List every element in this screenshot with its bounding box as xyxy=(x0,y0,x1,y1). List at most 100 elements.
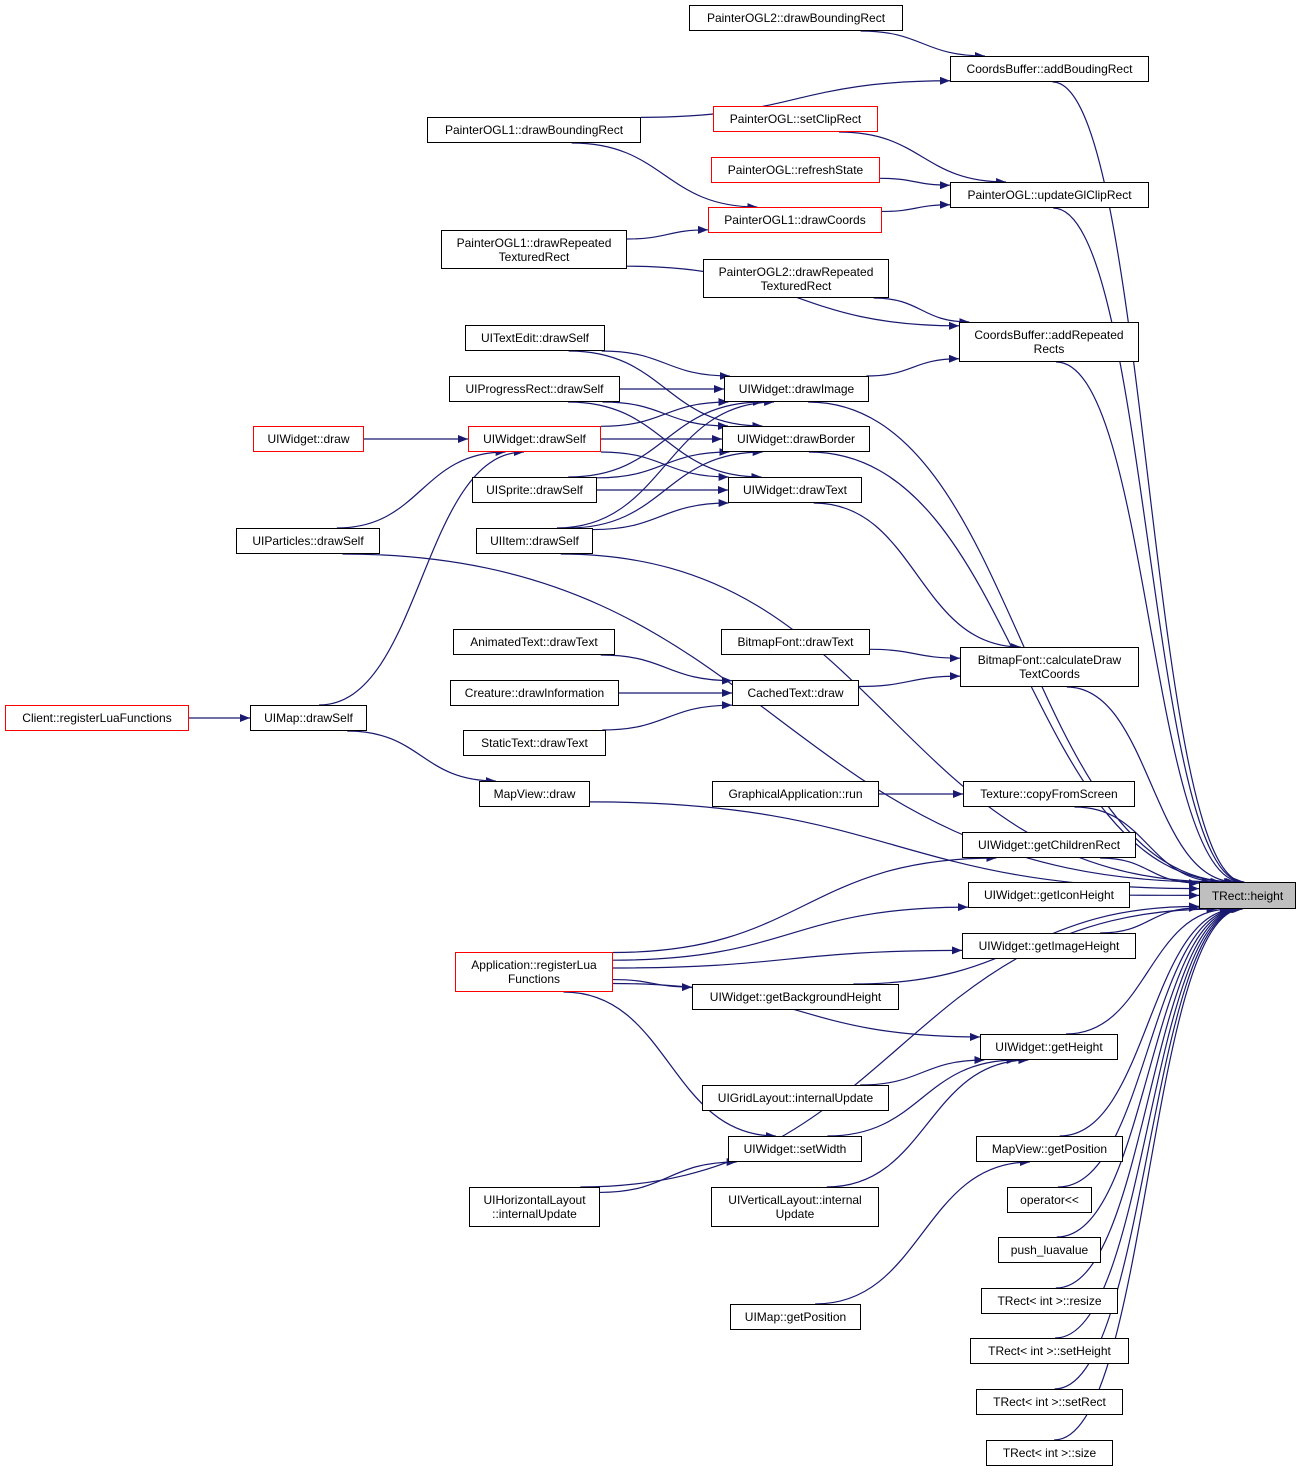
edge-painterogl-refreshstate-to-painterogl-updateglcliprect xyxy=(879,177,951,190)
node-painterogl-updateglcliprect[interactable]: PainterOGL::updateGlClipRect xyxy=(950,182,1149,208)
node-push-luavalue[interactable]: push_luavalue xyxy=(998,1237,1101,1263)
edge-painterogl-updateglcliprect-to-trect-height xyxy=(1053,207,1244,886)
node-statictext-drawtext[interactable]: StaticText::drawText xyxy=(463,730,606,756)
node-client-registerluafunctions[interactable]: Client::registerLuaFunctions xyxy=(5,705,189,731)
node-uisprite-drawself[interactable]: UISprite::drawSelf xyxy=(472,477,597,503)
edge-uiitem-drawself-to-trect-height xyxy=(560,553,1221,886)
edge-uiverticallayout-internalupdate-to-uiwidget-getheight xyxy=(826,1056,1029,1188)
edge-uimap-getposition-to-mapview-getposition xyxy=(815,1158,1030,1305)
edge-uiwidget-drawself-to-uiwidget-drawimage xyxy=(600,398,729,427)
node-cachedtext-draw[interactable]: CachedText::draw xyxy=(732,680,859,706)
node-coordsbuffer-addboudingrect[interactable]: CoordsBuffer::addBoudingRect xyxy=(950,56,1149,82)
node-bitmapfont-drawtext[interactable]: BitmapFont::drawText xyxy=(721,629,870,655)
node-graphicalapplication-run[interactable]: GraphicalApplication::run xyxy=(712,781,879,807)
node-uiwidget-draw[interactable]: UIWidget::draw xyxy=(253,426,364,452)
node-painterogl1-drawcoords[interactable]: PainterOGL1::drawCoords xyxy=(708,207,882,233)
node-uigridlayout-internalupdate[interactable]: UIGridLayout::internalUpdate xyxy=(702,1085,889,1111)
node-uiverticallayout-internalupdate[interactable]: UIVerticalLayout::internal Update xyxy=(711,1187,879,1227)
node-mapview-getposition[interactable]: MapView::getPosition xyxy=(976,1136,1123,1162)
edge-uiwidget-getimageheight-to-trect-height xyxy=(1100,903,1200,934)
edge-uiparticles-drawself-to-trect-height xyxy=(342,553,1212,886)
node-trect-setrect[interactable]: TRect< int >::setRect xyxy=(976,1389,1123,1415)
node-operator-shl[interactable]: operator<< xyxy=(1007,1187,1092,1213)
node-uiitem-drawself[interactable]: UIItem::drawSelf xyxy=(476,528,593,554)
node-mapview-draw[interactable]: MapView::draw xyxy=(479,781,590,807)
edge-uiitem-drawself-to-uiwidget-drawborder xyxy=(567,448,763,529)
node-uitextedit-drawself[interactable]: UITextEdit::drawSelf xyxy=(465,325,605,351)
node-painterogl-setcliprect[interactable]: PainterOGL::setClipRect xyxy=(713,106,878,132)
node-uiwidget-drawimage[interactable]: UIWidget::drawImage xyxy=(724,376,869,402)
edge-statictext-drawtext-to-cachedtext-draw xyxy=(602,701,733,731)
node-trect-resize[interactable]: TRect< int >::resize xyxy=(981,1288,1118,1314)
node-uiwidget-setwidth[interactable]: UIWidget::setWidth xyxy=(728,1136,862,1162)
node-uiwidget-drawself[interactable]: UIWidget::drawSelf xyxy=(468,426,601,452)
node-painterogl-refreshstate[interactable]: PainterOGL::refreshState xyxy=(711,157,880,183)
edge-coordsbuffer-addboudingrect-to-trect-height xyxy=(1052,81,1245,886)
node-trect-setheight[interactable]: TRect< int >::setHeight xyxy=(970,1338,1129,1364)
node-uiwidget-drawborder[interactable]: UIWidget::drawBorder xyxy=(722,426,870,452)
node-uiwidget-geticonheight[interactable]: UIWidget::getIconHeight xyxy=(968,882,1130,908)
edge-push-luavalue-to-trect-height xyxy=(1056,905,1240,1238)
edge-uimap-drawself-to-uiwidget-drawself xyxy=(319,448,524,706)
edge-painterogl2-drawboundingrect-to-coordsbuffer-addboudingrect xyxy=(860,30,985,60)
edge-painterogl-setcliprect-to-painterogl-updateglcliprect xyxy=(838,131,1007,186)
node-uiprogressrect-drawself[interactable]: UIProgressRect::drawSelf xyxy=(449,376,620,402)
edge-bitmapfont-calculatedrawtextcoords-to-trect-height xyxy=(1066,686,1236,886)
node-painterogl2-drawrepeatedtexturedrect[interactable]: PainterOGL2::drawRepeated TexturedRect xyxy=(703,259,889,298)
edge-uiitem-drawself-to-uiwidget-drawtext xyxy=(592,499,729,531)
node-texture-copyfromscreen[interactable]: Texture::copyFromScreen xyxy=(963,781,1135,807)
node-creature-drawinformation[interactable]: Creature::drawInformation xyxy=(450,680,619,706)
edge-cachedtext-draw-to-bitmapfont-calculatedrawtextcoords xyxy=(858,672,961,688)
edge-uigridlayout-internalupdate-to-uiwidget-getheight xyxy=(860,1056,985,1086)
edge-uiparticles-drawself-to-uiwidget-drawself xyxy=(336,448,506,529)
edge-bitmapfont-drawtext-to-bitmapfont-calculatedrawtextcoords xyxy=(869,648,961,663)
edge-texture-copyfromscreen-to-trect-height xyxy=(1074,806,1222,886)
edge-painterogl1-drawboundingrect-to-painterogl1-drawcoords xyxy=(571,142,758,211)
edge-trect-setheight-to-trect-height xyxy=(1055,905,1242,1339)
node-animatedtext-drawtext[interactable]: AnimatedText::drawText xyxy=(453,629,615,655)
edge-uiitem-drawself-to-uiwidget-drawimage xyxy=(556,398,775,529)
node-uihorizontallayout-internalupdate[interactable]: UIHorizontalLayout ::internalUpdate xyxy=(469,1187,600,1227)
edge-uiwidget-getheight-to-trect-height xyxy=(1066,905,1230,1035)
node-uimap-getposition[interactable]: UIMap::getPosition xyxy=(730,1304,861,1330)
edge-painterogl1-drawrepeatedtexturedrect-to-painterogl1-drawcoords xyxy=(626,225,709,240)
edge-coordsbuffer-addrepeatedrects-to-trect-height xyxy=(1056,361,1243,886)
edge-application-registerluafunctions-to-uiwidget-setwidth xyxy=(563,991,776,1140)
node-application-registerluafunctions[interactable]: Application::registerLua Functions xyxy=(455,952,613,992)
edge-uiwidget-setwidth-to-uiwidget-getheight xyxy=(827,1056,1017,1137)
edge-uitextedit-drawself-to-uiwidget-drawimage xyxy=(601,350,730,380)
edge-painterogl2-drawrepeatedtexturedrect-to-coordsbuffer-addrepeatedrects xyxy=(873,297,970,326)
edge-uimap-drawself-to-mapview-draw xyxy=(347,730,496,785)
node-trect-height: TRect::height xyxy=(1199,882,1296,909)
edge-application-registerluafunctions-to-uiwidget-geticonheight xyxy=(612,903,969,961)
edge-uisprite-drawself-to-uiwidget-drawimage xyxy=(568,398,763,478)
node-trect-size[interactable]: TRect< int >::size xyxy=(986,1440,1113,1466)
edge-uiwidget-drawtext-to-bitmapfont-calculatedrawtextcoords xyxy=(813,502,1021,651)
edge-uisprite-drawself-to-uiwidget-drawborder xyxy=(596,448,730,479)
node-painterogl2-drawboundingrect[interactable]: PainterOGL2::drawBoundingRect xyxy=(689,5,903,31)
edge-painterogl1-drawcoords-to-painterogl-updateglcliprect xyxy=(881,200,951,213)
node-painterogl1-drawboundingrect[interactable]: PainterOGL1::drawBoundingRect xyxy=(427,117,641,143)
node-uiwidget-drawtext[interactable]: UIWidget::drawText xyxy=(728,477,862,503)
edge-uihorizontallayout-internalupdate-to-trect-height xyxy=(580,905,1217,1188)
edge-mapview-getposition-to-trect-height xyxy=(1059,905,1237,1137)
edge-trect-resize-to-trect-height xyxy=(1055,905,1241,1289)
node-uimap-drawself[interactable]: UIMap::drawSelf xyxy=(250,705,367,731)
edge-uiwidget-drawimage-to-trect-height xyxy=(808,401,1236,886)
node-uiparticles-drawself[interactable]: UIParticles::drawSelf xyxy=(236,528,380,554)
node-painterogl1-drawrepeatedtexturedrect[interactable]: PainterOGL1::drawRepeated TexturedRect xyxy=(441,230,627,269)
edge-operator-shl-to-trect-height xyxy=(1057,905,1239,1188)
node-coordsbuffer-addrepeatedrects[interactable]: CoordsBuffer::addRepeated Rects xyxy=(959,322,1139,362)
node-uiwidget-getchildrenrect[interactable]: UIWidget::getChildrenRect xyxy=(962,832,1136,858)
edge-uiwidget-drawimage-to-coordsbuffer-addrepeatedrects xyxy=(866,354,960,377)
edge-uiwidget-getchildrenrect-to-trect-height xyxy=(1100,857,1200,888)
node-bitmapfont-calculatedrawtextcoords[interactable]: BitmapFont::calculateDraw TextCoords xyxy=(960,647,1139,687)
node-uiwidget-getimageheight[interactable]: UIWidget::getImageHeight xyxy=(962,933,1136,959)
edge-uihorizontallayout-internalupdate-to-uiwidget-setwidth xyxy=(599,1158,737,1194)
edge-application-registerluafunctions-to-uiwidget-getimageheight xyxy=(612,946,963,969)
node-uiwidget-getheight[interactable]: UIWidget::getHeight xyxy=(980,1034,1118,1060)
edge-application-registerluafunctions-to-uiwidget-getchildrenrect xyxy=(612,854,997,954)
node-uiwidget-getbackgroundheight[interactable]: UIWidget::getBackgroundHeight xyxy=(692,984,899,1010)
